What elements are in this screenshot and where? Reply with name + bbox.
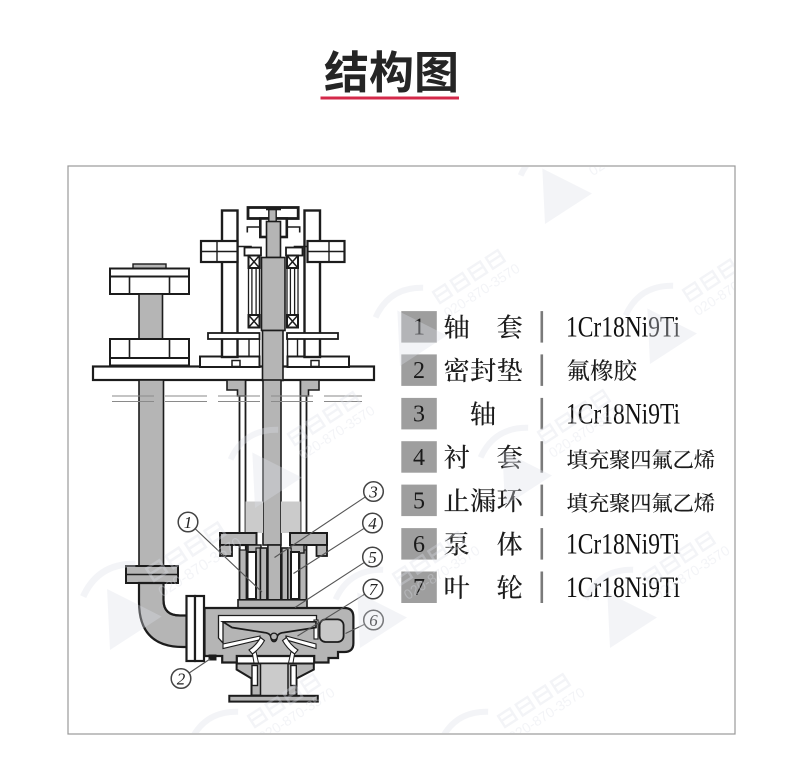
svg-text:7: 7 <box>369 580 379 599</box>
svg-text:1: 1 <box>184 513 193 532</box>
svg-text:2: 2 <box>177 669 186 688</box>
svg-text:3: 3 <box>413 402 425 428</box>
svg-text:7: 7 <box>413 575 425 601</box>
svg-text:2: 2 <box>413 358 425 384</box>
svg-text:4: 4 <box>368 514 377 533</box>
svg-text:1Cr18Ni9Ti: 1Cr18Ni9Ti <box>566 312 680 344</box>
svg-text:6: 6 <box>413 532 425 558</box>
svg-text:1Cr18Ni9Ti: 1Cr18Ni9Ti <box>566 529 680 561</box>
svg-text:1Cr18Ni9Ti: 1Cr18Ni9Ti <box>566 572 680 604</box>
svg-text:5: 5 <box>368 548 377 567</box>
svg-text:4: 4 <box>413 445 425 471</box>
svg-text:5: 5 <box>413 488 425 514</box>
svg-text:6: 6 <box>369 611 378 630</box>
svg-text:3: 3 <box>368 482 378 501</box>
svg-text:1: 1 <box>413 315 425 341</box>
svg-text:1Cr18Ni9Ti: 1Cr18Ni9Ti <box>566 398 680 430</box>
